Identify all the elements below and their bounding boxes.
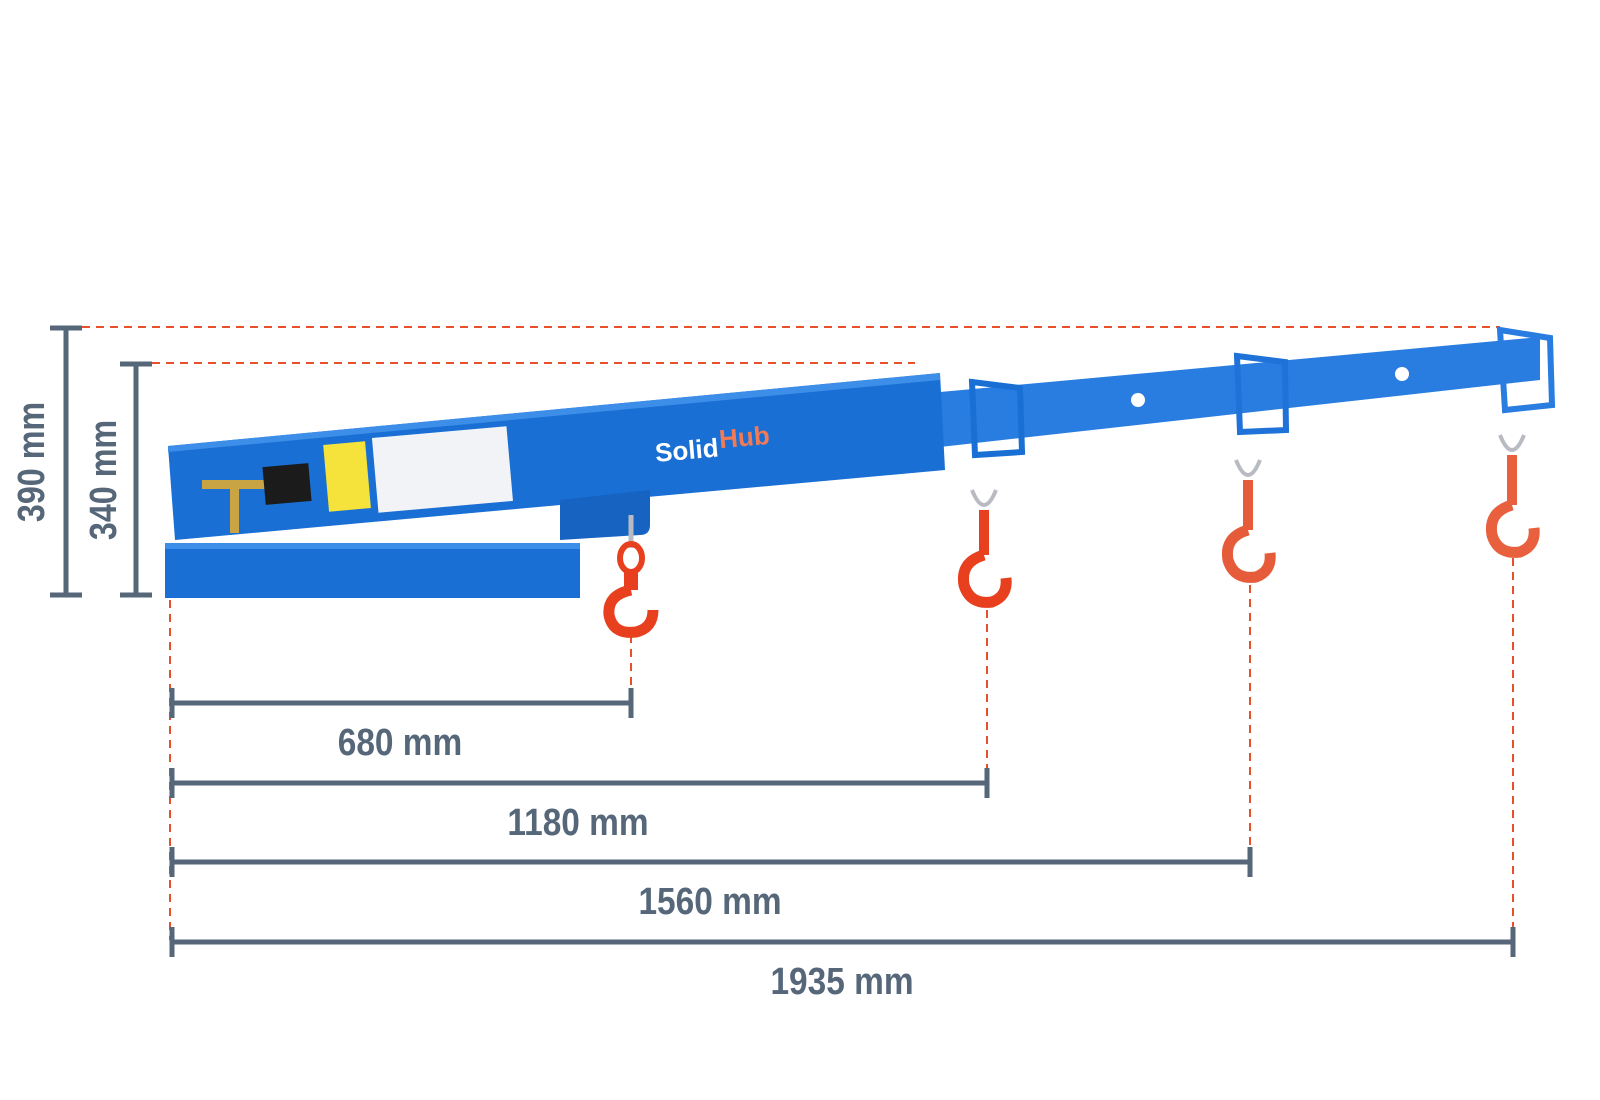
reach-dimension-bars: [169, 688, 1516, 957]
hook-4: [1485, 434, 1540, 558]
hook-2: [957, 489, 1012, 608]
hook-3: [1221, 459, 1276, 583]
reach-label-3: 1560 mm: [638, 880, 781, 922]
reach-label-1: 680 mm: [338, 721, 463, 763]
crane-boom: Solid Hub: [165, 326, 1556, 598]
hook-1: [603, 515, 659, 638]
guide-lines: [82, 326, 1514, 940]
height-base-label: 340 mm: [83, 420, 125, 540]
height-total-label: 390 mm: [11, 402, 53, 522]
reach-label-4: 1935 mm: [770, 960, 913, 1002]
brand-logo-solid: Solid: [654, 432, 720, 467]
reach-label-2: 1180 mm: [507, 801, 648, 843]
height-dimension-bars: [50, 325, 152, 598]
brand-logo-hub: Hub: [718, 420, 771, 454]
